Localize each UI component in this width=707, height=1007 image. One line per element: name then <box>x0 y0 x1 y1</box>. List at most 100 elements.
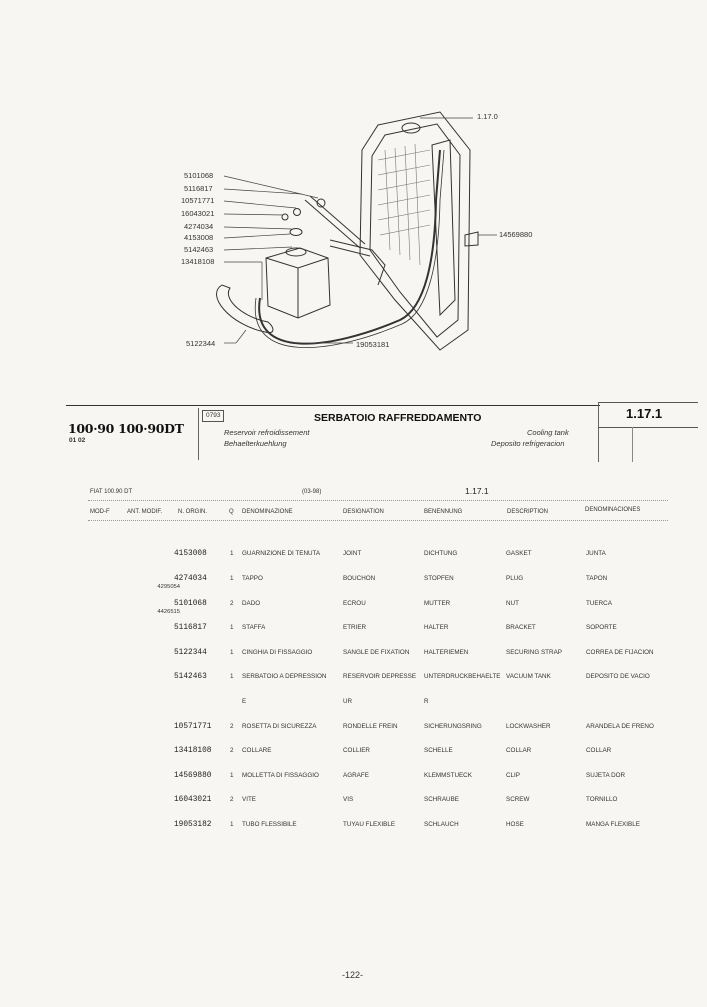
qty-cell: 1 <box>230 575 234 582</box>
title-divider-right <box>598 402 599 462</box>
part-number-cell <box>174 698 211 706</box>
italian-name-cell: TAPPO <box>242 575 263 582</box>
model-sub: 01 02 <box>69 437 86 444</box>
french-name-cell: BOUCHON <box>343 575 376 582</box>
italian-name-cell: CINGHIA DI FISSAGGIO <box>242 648 313 656</box>
prev-number-cell: 4426515 <box>157 609 180 615</box>
col-header-designation: DESIGNATION <box>343 509 384 515</box>
english-name-cell: HOSE <box>506 820 524 828</box>
german-name-cell: MUTTER <box>424 599 451 607</box>
english-name-cell: LOCKWASHER <box>506 722 551 730</box>
italian-name-cell: STAFFA <box>242 624 266 632</box>
col-header-denominazione: DENOMINAZIONE <box>242 509 293 515</box>
qty-cell: 1 <box>230 550 234 558</box>
spanish-name-cell: TUERCA <box>586 599 612 607</box>
model-name: 100·90 100·90DT <box>68 421 184 436</box>
german-name-column: DICHTUNG STOPFEN MUTTER HALTER HALTERIEM… <box>424 534 501 837</box>
italian-name-cell: SERBATOIO A DEPRESSION <box>242 673 327 681</box>
german-name-cell: KLEMMSTUECK <box>424 771 472 779</box>
italian-name-cell: ROSETTA DI SICUREZZA <box>242 722 317 730</box>
table-meta-model: FIAT 100.90 DT <box>90 489 133 495</box>
callout-16043021: 16043021 <box>181 209 215 218</box>
spanish-name-cell: COLLAR <box>586 747 612 755</box>
section-number: 1.17.1 <box>626 406 663 421</box>
callout-14569880: 14569880 <box>499 230 533 239</box>
spanish-name-cell <box>586 698 654 706</box>
spanish-name-cell: ARANDELA DE FRENO <box>586 722 654 730</box>
qty-cell: 1 <box>230 648 234 656</box>
italian-name-cell: MOLLETTA DI FISSAGGIO <box>242 771 319 779</box>
col-header-q: Q <box>229 509 234 515</box>
french-name-cell: RONDELLE FREIN <box>343 722 398 730</box>
callout-1-17-0: 1.17.0 <box>477 112 498 121</box>
spanish-name-cell: TAPON <box>586 575 608 582</box>
prev-number-column: 4295054 4426515 <box>150 567 180 624</box>
prev-number-cell: 4295054 <box>157 584 180 591</box>
table-meta-section: 1.17.1 <box>465 486 489 496</box>
col-header-benennung: BENENNUNG <box>424 509 463 515</box>
part-number-column: 4153008 4274034 5101068 5116817 5122344 … <box>174 534 211 837</box>
qty-cell: 2 <box>230 599 234 607</box>
english-name-cell: BRACKET <box>506 624 536 632</box>
col-header-denominaciones: DENOMINACIONES <box>585 507 641 513</box>
french-name-cell: SANGLE DE FIXATION <box>343 648 410 656</box>
english-name-column: GASKET PLUG NUT BRACKET SECURING STRAP V… <box>506 534 562 837</box>
col-header-n-orgin: N. ORGIN. <box>178 509 208 515</box>
callout-5101068: 5101068 <box>184 171 214 180</box>
german-name-cell: DICHTUNG <box>424 550 458 558</box>
german-name-cell: UNTERDRUCKBEHAELTE <box>424 673 501 681</box>
callout-10571771: 10571771 <box>181 196 215 205</box>
french-name-cell: RESERVOIR DEPRESSE <box>343 673 417 681</box>
title-english: Cooling tank <box>527 428 569 437</box>
part-number-cell: 13418108 <box>174 747 212 756</box>
english-name-cell: VACUUM TANK <box>506 673 551 681</box>
callout-13418108: 13418108 <box>181 257 215 266</box>
german-name-cell: SCHLAUCH <box>424 820 459 828</box>
french-name-cell: TUYAU FLEXIBLE <box>343 820 396 828</box>
quantity-column: 1 1 2 1 1 1 2 2 1 2 1 <box>230 534 234 837</box>
italian-name-cell: VITE <box>242 796 256 804</box>
table-meta-date: (03-98) <box>302 489 322 495</box>
part-number-cell: 19053182 <box>174 820 212 829</box>
table-rule-header <box>88 520 668 521</box>
german-name-cell: SCHRAUBE <box>424 796 459 804</box>
callout-5122344: 5122344 <box>186 339 216 348</box>
german-name-cell: SCHELLE <box>424 747 453 755</box>
italian-name-cell: E <box>242 697 247 705</box>
english-name-cell: COLLAR <box>506 747 532 755</box>
french-name-cell: AGRAFE <box>343 771 369 779</box>
part-number-cell: 5142463 <box>174 673 207 682</box>
french-name-cell: ECROU <box>343 599 366 607</box>
french-name-cell: VIS <box>343 796 354 804</box>
part-number-cell: 4274034 <box>174 575 207 583</box>
spanish-name-column: JUNTA TAPON TUERCA SOPORTE CORREA DE FIJ… <box>586 534 654 837</box>
section-rule-mid <box>598 427 698 428</box>
italian-name-cell: GUARNIZIONE DI TENUTA <box>242 550 321 558</box>
title-french: Reservoir refroidissement <box>224 428 310 437</box>
page-number: -122- <box>342 970 364 980</box>
spanish-name-cell: CORREA DE FIJACION <box>586 648 654 656</box>
italian-name-cell: COLLARE <box>242 747 272 755</box>
title-divider-left <box>198 408 199 460</box>
callout-4153008: 4153008 <box>184 233 214 242</box>
callout-19053181: 19053181 <box>356 340 390 349</box>
part-number-cell: 4153008 <box>174 550 207 559</box>
code-box: 0793 <box>202 410 225 422</box>
part-number-cell: 14569880 <box>174 771 212 780</box>
qty-cell: 1 <box>230 820 234 828</box>
title-italian: SERBATOIO RAFFREDDAMENTO <box>314 412 482 424</box>
english-name-cell: GASKET <box>506 550 532 558</box>
spanish-name-cell: SOPORTE <box>586 624 617 632</box>
french-name-cell: UR <box>343 697 353 705</box>
callout-5116817: 5116817 <box>184 184 213 193</box>
french-name-cell: COLLIER <box>343 747 370 755</box>
german-name-cell: HALTERIEMEN <box>424 648 469 656</box>
german-name-cell: HALTER <box>424 624 449 632</box>
title-german: Behaelterkuehlung <box>224 439 287 448</box>
italian-name-cell: DADO <box>242 599 261 607</box>
part-number-cell: 16043021 <box>174 796 212 805</box>
col-header-ant-modif: ANT. MODIF. <box>127 509 163 515</box>
spanish-name-cell: MANGA FLEXIBLE <box>586 820 640 828</box>
part-number-cell: 10571771 <box>174 722 212 731</box>
french-name-cell: JOINT <box>343 550 362 558</box>
